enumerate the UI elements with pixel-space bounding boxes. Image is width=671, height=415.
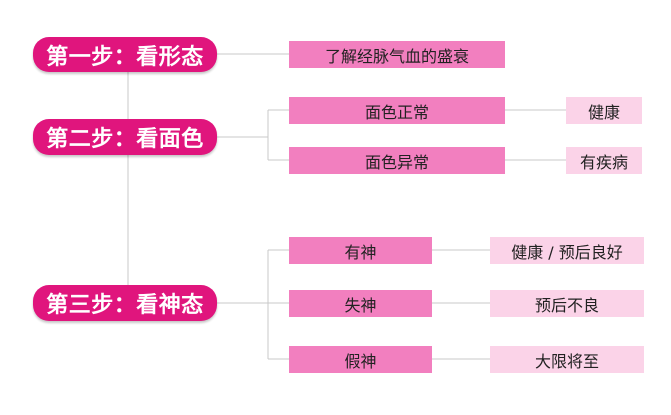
step-1-branch-1-label: 了解经脉气血的盛衰 — [324, 46, 469, 66]
step-2-branch-2-result: 有疾病 — [566, 147, 642, 174]
step-1-branch-1: 了解经脉气血的盛衰 — [289, 41, 505, 68]
step-2-branch-2: 面色异常 — [289, 147, 505, 174]
step-3-branch-3-result-label: 大限将至 — [534, 351, 599, 371]
step-2-branch-1-result-label: 健康 — [587, 102, 620, 122]
step-3-branch-2-label: 失神 — [344, 295, 377, 315]
step-1-label: 第一步：看形态 — [46, 44, 204, 70]
step-3-branch-2-result: 预后不良 — [490, 290, 644, 317]
step-3-branch-2-result-label: 预后不良 — [534, 295, 599, 315]
step-3-label: 第三步：看神态 — [46, 293, 204, 318]
step-3-branch-3-result: 大限将至 — [490, 346, 644, 373]
step-3-branch-1-result-label: 健康 / 预后良好 — [511, 242, 623, 262]
step-3-branch-1: 有神 — [289, 237, 432, 264]
step-2-branch-2-result-label: 有疾病 — [579, 152, 628, 172]
step-2-box: 第二步：看面色 — [33, 119, 217, 155]
step-3-branch-2: 失神 — [289, 290, 432, 317]
step-3-branch-1-result: 健康 / 预后良好 — [490, 237, 644, 264]
step-3-box: 第三步：看神态 — [33, 285, 217, 321]
step-3-branch-1-label: 有神 — [344, 242, 377, 262]
step-2-branch-1: 面色正常 — [289, 97, 505, 124]
step-3-branch-3: 假神 — [289, 346, 432, 373]
step-2-branch-1-label: 面色正常 — [364, 102, 429, 122]
step-2-branch-2-label: 面色异常 — [364, 152, 429, 172]
step-3-branch-3-label: 假神 — [344, 351, 377, 371]
step-2-label: 第二步：看面色 — [46, 127, 204, 152]
step-1-box: 第一步：看形态 — [33, 37, 217, 72]
step-2-branch-1-result: 健康 — [566, 97, 642, 124]
